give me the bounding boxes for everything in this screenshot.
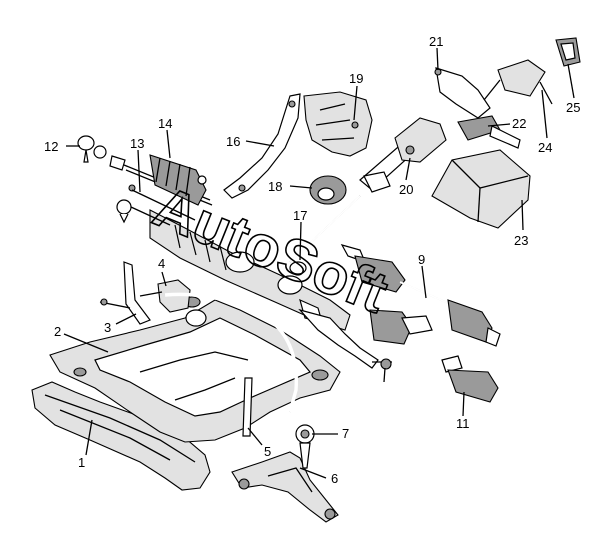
control-arm-part [231, 451, 339, 523]
steering-column-part [359, 117, 447, 193]
rack-boot-part [149, 154, 207, 206]
callout-24: 24 [538, 140, 552, 155]
grommet-part [309, 175, 347, 205]
switch-module-part [457, 115, 521, 149]
callout-18: 18 [268, 179, 282, 194]
callout-5: 5 [264, 444, 271, 459]
callout-2: 2 [54, 324, 61, 339]
callout-4: 4 [158, 256, 165, 271]
tie-rod-end-part [77, 135, 107, 163]
callout-19: 19 [349, 71, 363, 86]
mounting-bracket-part [99, 261, 151, 325]
callout-13: 13 [130, 136, 144, 151]
callout-14: 14 [158, 116, 172, 131]
lower-trim-panel-part [431, 149, 531, 229]
callout-3: 3 [104, 320, 111, 335]
callout-17: 17 [293, 208, 307, 223]
airbag-cover-part [555, 37, 581, 67]
callout-23: 23 [514, 233, 528, 248]
callout-16: 16 [226, 134, 240, 149]
callout-20: 20 [399, 182, 413, 197]
subframe-crossmember-part [49, 296, 341, 443]
callout-21: 21 [429, 34, 443, 49]
column-cover-part [434, 67, 491, 119]
cv-boot-part [441, 355, 499, 403]
subframe-lower-part [31, 381, 211, 491]
callout-9: 9 [418, 252, 425, 267]
callout-1: 1 [78, 455, 85, 470]
callout-6: 6 [331, 471, 338, 486]
callout-7: 7 [342, 426, 349, 441]
steering-rack-part [149, 209, 392, 383]
stabilizer-bar-part [164, 292, 298, 437]
column-bracket-part [303, 91, 373, 157]
callout-11: 11 [456, 416, 470, 431]
leader-lines [63, 47, 575, 479]
callout-12: 12 [44, 139, 58, 154]
intermediate-shaft-part [289, 195, 361, 275]
shield-bracket-part [223, 93, 301, 199]
drive-shaft-part [340, 244, 501, 347]
callout-22: 22 [512, 116, 526, 131]
callout-25: 25 [566, 100, 580, 115]
cv-joint-part [369, 309, 433, 345]
tie-rod-assembly-part [116, 199, 171, 226]
